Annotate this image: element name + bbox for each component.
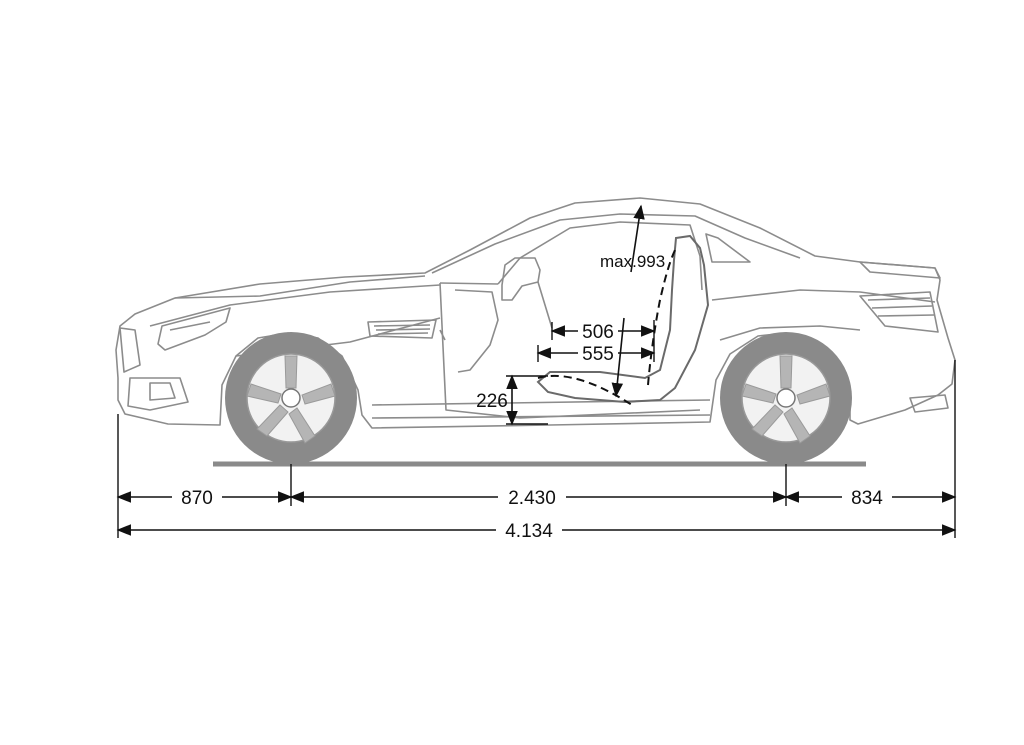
rear-wheel [720, 332, 852, 464]
label-overall-length: 4.134 [505, 521, 553, 542]
dim-line-headroom [611, 317, 625, 398]
label-headroom: max.993 [600, 252, 665, 271]
extension-lines [117, 320, 956, 538]
label-seat-height: 226 [476, 391, 508, 412]
front-wheel [225, 332, 357, 464]
label-wheelbase: 2.430 [508, 488, 556, 509]
label-front-overhang: 870 [181, 488, 213, 509]
seat-outline [536, 234, 710, 404]
label-rear-overhang: 834 [851, 488, 883, 509]
label-legroom-506: 506 [582, 322, 614, 343]
dimension-lines [116, 204, 957, 536]
car-side-outline [115, 197, 956, 429]
label-legroom-555: 555 [582, 344, 614, 365]
